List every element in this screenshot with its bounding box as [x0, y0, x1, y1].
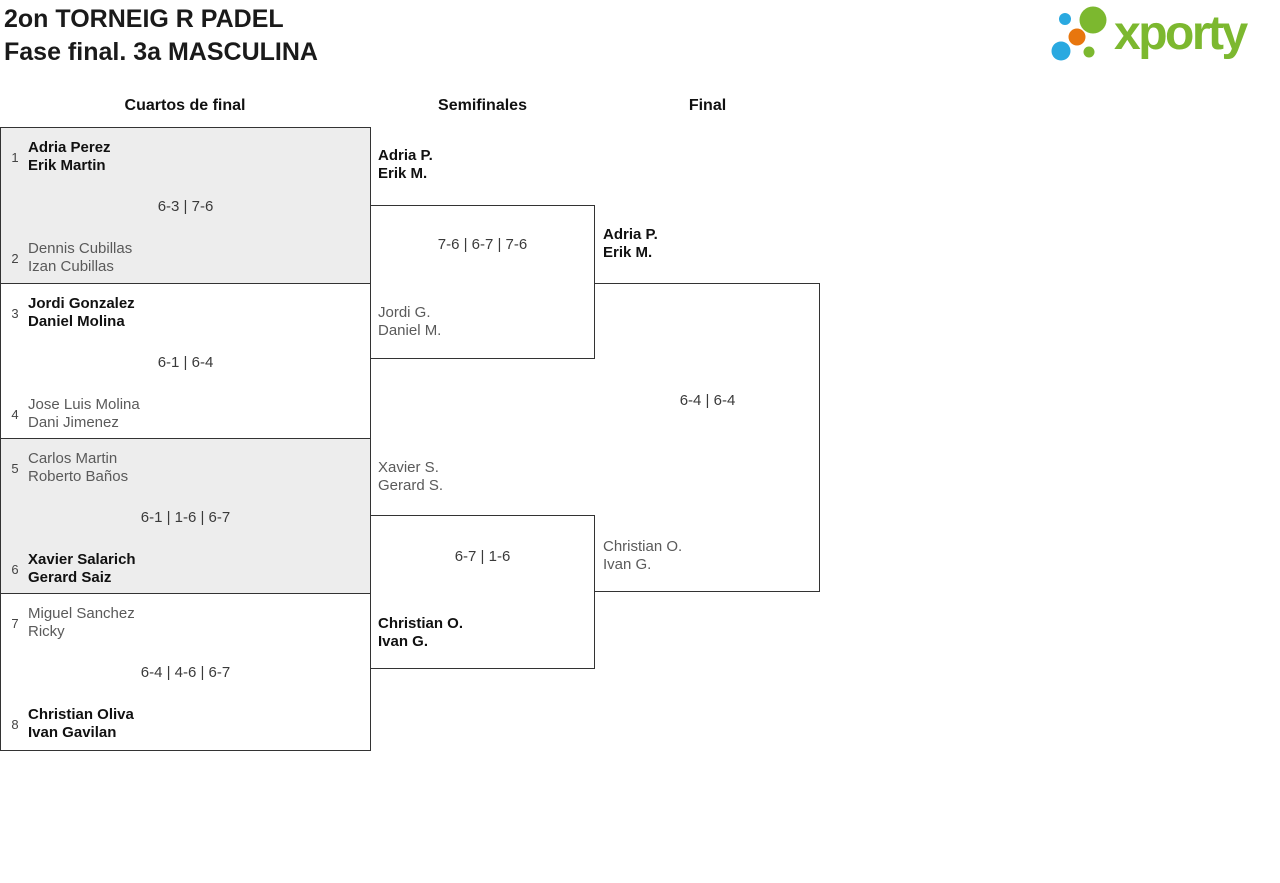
match-score: 6-1 | 1-6 | 6-7 [140, 509, 231, 526]
seed-number: 1 [11, 149, 19, 165]
match-score: 6-3 | 7-6 [157, 198, 214, 215]
seed-number: 8 [11, 716, 19, 732]
final-team-top: Adria P. Erik M. [603, 226, 658, 261]
match-score: 7-6 | 6-7 | 7-6 [437, 236, 528, 253]
team-names: Adria Perez Erik Martin [28, 139, 111, 174]
title-line-2: Fase final. 3a MASCULINA [4, 38, 318, 66]
sf2-team-bottom: Christian O. Ivan G. [378, 615, 464, 650]
round-header-final: Final [688, 97, 727, 114]
seed-number: 2 [11, 250, 19, 266]
qf2-team-top: 3 Jordi Gonzalez Daniel Molina [6, 295, 135, 331]
seed-number: 7 [11, 615, 19, 631]
qf3-team-bottom: 6 Xavier Salarich Gerard Saiz [6, 551, 136, 587]
final-match [595, 283, 820, 592]
team-names: Dennis Cubillas Izan Cubillas [28, 240, 133, 275]
sf-match-1 [370, 205, 595, 359]
match-score: 6-4 | 6-4 [679, 392, 736, 409]
xporty-dots-icon [1051, 6, 1107, 61]
qf-match-3: 5 Carlos Martin Roberto Baños 6-1 | 1-6 … [0, 438, 371, 594]
sf-match-2 [370, 515, 595, 669]
team-names: Miguel Sanchez Ricky [28, 605, 135, 640]
match-score: 6-4 | 4-6 | 6-7 [140, 664, 231, 681]
qf-match-2: 3 Jordi Gonzalez Daniel Molina 6-1 | 6-4… [0, 283, 371, 439]
qf1-team-top: 1 Adria Perez Erik Martin [6, 139, 111, 175]
round-header-quarterfinals: Cuartos de final [124, 97, 246, 114]
seed-number: 6 [11, 561, 19, 577]
match-score: 6-7 | 1-6 [454, 548, 511, 565]
qf4-team-bottom: 8 Christian Oliva Ivan Gavilan [6, 706, 134, 742]
sf2-team-top: Xavier S. Gerard S. [378, 459, 444, 494]
team-names: Carlos Martin Roberto Baños [28, 450, 129, 485]
qf-match-4: 7 Miguel Sanchez Ricky 6-4 | 4-6 | 6-7 8… [0, 593, 371, 751]
xporty-wordmark: xporty [1114, 7, 1248, 60]
xporty-logo[interactable]: xporty [1046, 2, 1278, 74]
team-names: Xavier Salarich Gerard Saiz [28, 551, 136, 586]
final-team-bottom: Christian O. Ivan G. [603, 538, 683, 573]
page-title: 2on TORNEIG R PADEL Fase final. 3a MASCU… [4, 3, 318, 69]
qf2-team-bottom: 4 Jose Luis Molina Dani Jimenez [6, 396, 140, 432]
seed-number: 5 [11, 460, 19, 476]
team-names: Jose Luis Molina Dani Jimenez [28, 396, 140, 431]
qf4-team-top: 7 Miguel Sanchez Ricky [6, 605, 135, 641]
qf1-team-bottom: 2 Dennis Cubillas Izan Cubillas [6, 240, 132, 276]
title-line-1: 2on TORNEIG R PADEL [4, 5, 284, 33]
round-header-semifinals: Semifinales [438, 97, 527, 114]
match-score: 6-1 | 6-4 [157, 354, 214, 371]
seed-number: 3 [11, 305, 19, 321]
seed-number: 4 [11, 406, 19, 422]
sf1-team-top: Adria P. Erik M. [378, 147, 433, 182]
sf1-team-bottom: Jordi G. Daniel M. [378, 304, 442, 339]
team-names: Christian Oliva Ivan Gavilan [28, 706, 134, 741]
team-names: Jordi Gonzalez Daniel Molina [28, 295, 135, 330]
qf3-team-top: 5 Carlos Martin Roberto Baños [6, 450, 128, 486]
qf-match-1: 1 Adria Perez Erik Martin 6-3 | 7-6 2 De… [0, 127, 371, 284]
